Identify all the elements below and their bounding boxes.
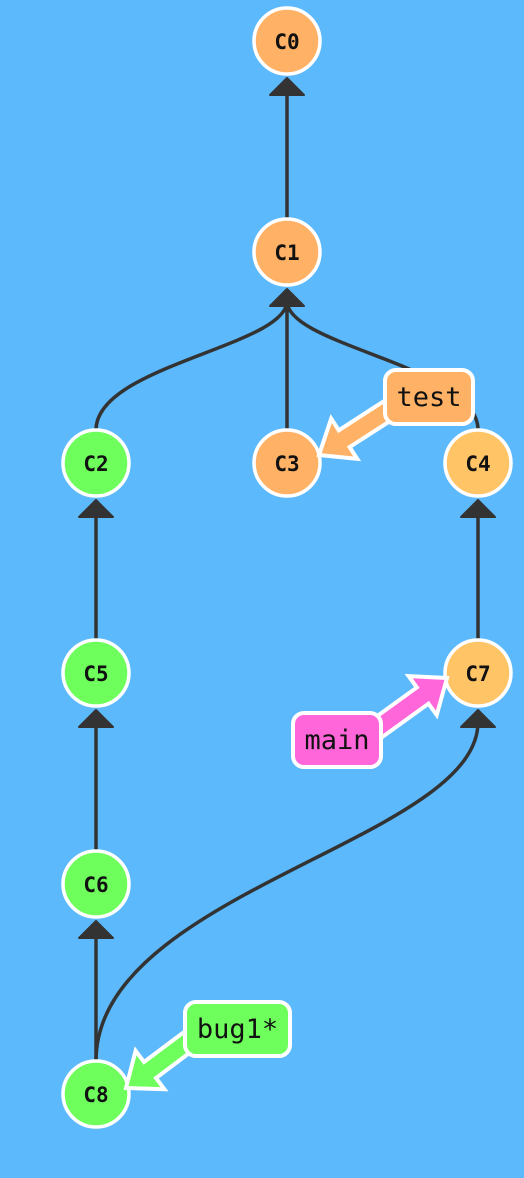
- branch-name: main: [304, 725, 369, 756]
- commit-label: C4: [465, 452, 490, 476]
- edge-C2-to-C1: [94, 300, 289, 431]
- commit-circle: [61, 638, 131, 708]
- commit-node-C5[interactable]: C5: [61, 638, 131, 708]
- commit-circle: [443, 428, 513, 498]
- branch-name: test: [396, 382, 461, 413]
- branch-label-test[interactable]: test: [306, 368, 475, 475]
- commit-label: C7: [465, 662, 490, 686]
- commit-circle: [252, 217, 322, 287]
- commit-circle: [61, 428, 131, 498]
- commit-circle: [252, 6, 322, 76]
- arrowhead-into-C1: [269, 288, 305, 307]
- arrowhead-into-C4: [460, 499, 496, 518]
- commit-node-C6[interactable]: C6: [61, 849, 131, 919]
- arrowhead-into-C6: [78, 920, 114, 939]
- branch-name: bug1*: [197, 1014, 278, 1045]
- commit-node-C2[interactable]: C2: [61, 428, 131, 498]
- commit-circle: [252, 428, 322, 498]
- edges-layer: [78, 77, 496, 1062]
- edge-C8-to-C7: [94, 721, 480, 1062]
- branch-label-bug1[interactable]: bug1*: [112, 1000, 292, 1107]
- commit-label: C2: [83, 452, 108, 476]
- branch-box: [383, 368, 475, 426]
- commit-label: C5: [83, 662, 108, 686]
- commit-node-C8[interactable]: C8: [61, 1059, 131, 1129]
- commit-circle: [61, 849, 131, 919]
- branch-box: [183, 1000, 292, 1058]
- commit-node-C7[interactable]: C7: [443, 638, 513, 708]
- commit-label: C0: [274, 30, 299, 54]
- commit-circle: [443, 638, 513, 708]
- branch-box: [291, 711, 383, 769]
- commit-node-C1[interactable]: C1: [252, 217, 322, 287]
- commit-circle: [61, 1059, 131, 1129]
- arrowhead-into-C2: [78, 499, 114, 518]
- branches-layer: test main bug1*: [112, 368, 475, 1107]
- commit-node-C4[interactable]: C4: [443, 428, 513, 498]
- branch-label-main[interactable]: main: [291, 659, 461, 769]
- commit-label: C6: [83, 873, 108, 897]
- arrowhead-into-C0: [269, 77, 305, 96]
- commit-node-C0[interactable]: C0: [252, 6, 322, 76]
- commit-node-C3[interactable]: C3: [252, 428, 322, 498]
- arrowhead-into-C5: [78, 709, 114, 728]
- commit-label: C8: [83, 1083, 108, 1107]
- commit-label: C1: [274, 241, 299, 265]
- arrowhead-into-C7: [460, 709, 496, 728]
- commit-label: C3: [274, 452, 299, 476]
